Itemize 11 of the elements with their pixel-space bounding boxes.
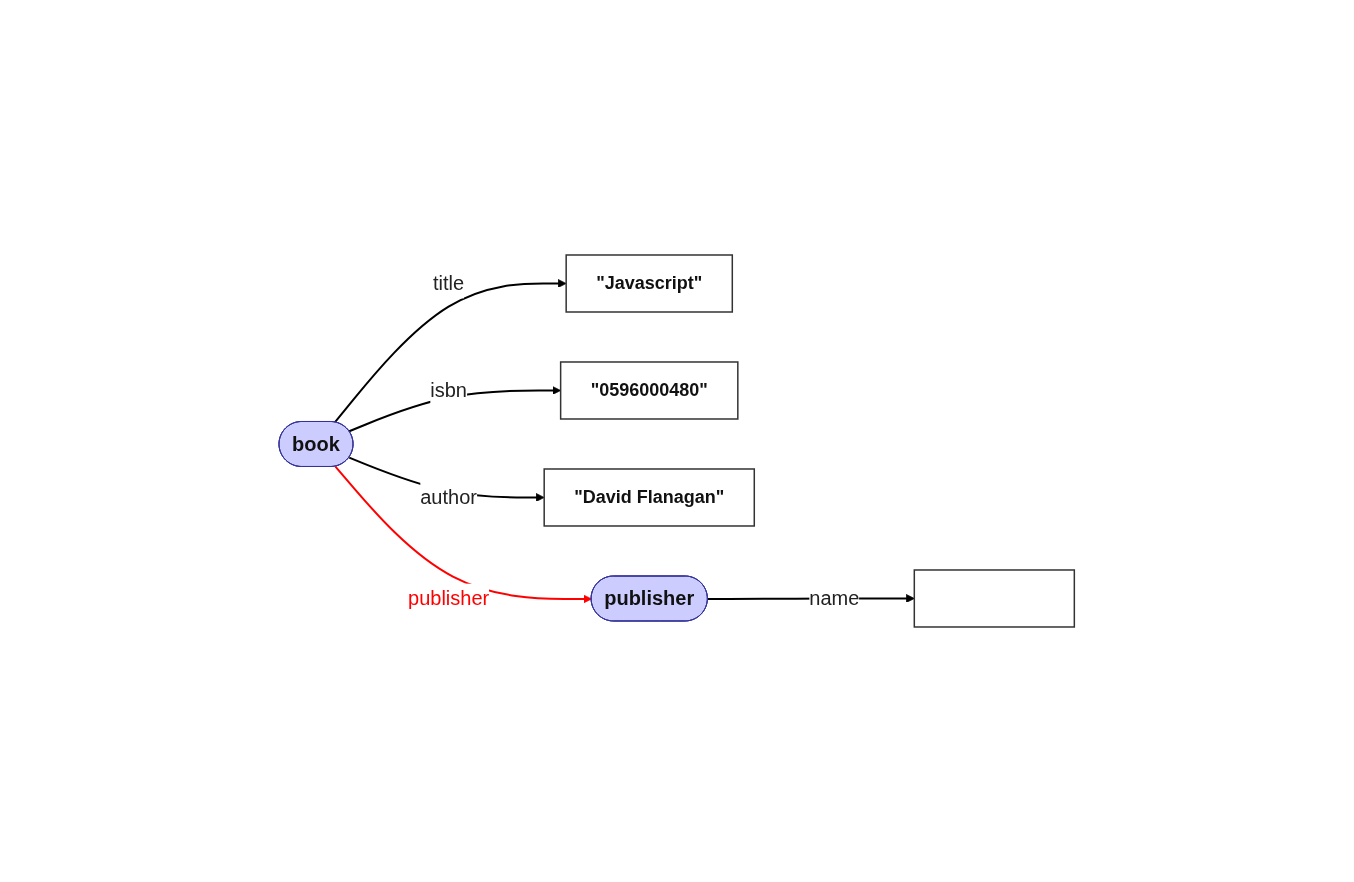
edge-label: author — [420, 486, 478, 509]
arrow — [334, 465, 593, 604]
edge-label: name — [809, 587, 860, 610]
edge-label: publisher — [408, 587, 490, 610]
edge-label: isbn — [430, 379, 468, 402]
node-box — [913, 569, 1076, 628]
node-box: "Javascript" — [565, 254, 734, 313]
edge-label: title — [433, 272, 465, 295]
node-box: "David Flanagan" — [543, 468, 756, 527]
node-box: "0596000480" — [560, 361, 739, 420]
arrow — [334, 279, 567, 424]
